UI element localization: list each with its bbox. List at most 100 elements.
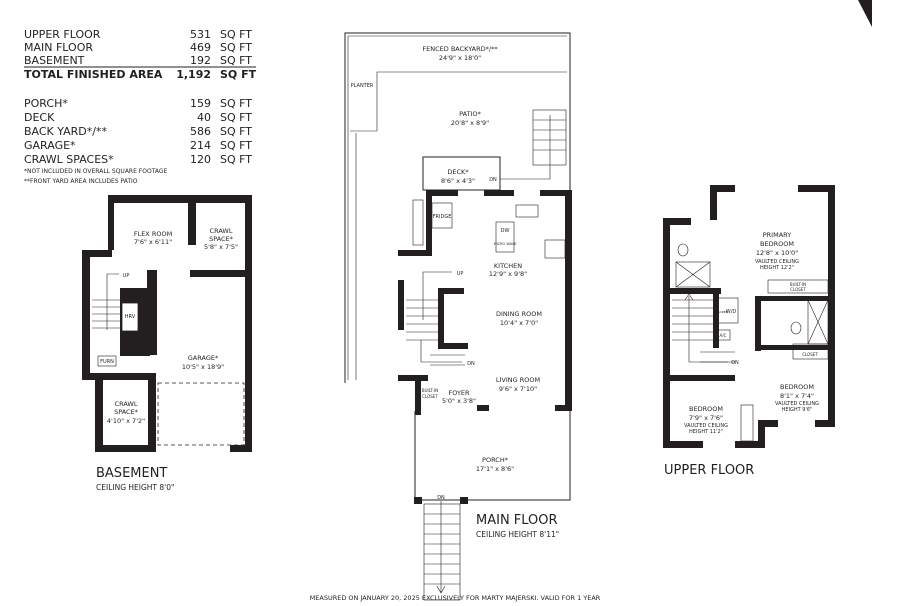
ceiling-note: HEIGHT 12'2" xyxy=(760,265,794,271)
room-dimensions: 9'6" x 7'10" xyxy=(499,385,537,393)
floor-title: UPPER FLOOR xyxy=(664,463,754,478)
room-dimensions: 20'8" x 8'9" xyxy=(451,119,489,127)
area-note: **FRONT YARD AREA INCLUDES PATIO xyxy=(24,178,138,185)
kitchen-island xyxy=(495,221,515,253)
north-arrow-icon xyxy=(858,0,872,27)
dn-label: DN xyxy=(489,177,497,183)
stacked-label: STACKED xyxy=(714,310,728,314)
area-unit: SQ FT xyxy=(220,54,252,67)
room-name: DECK* xyxy=(447,168,469,176)
area-label: DECK xyxy=(24,111,55,124)
ceiling-note: HEIGHT 11'2" xyxy=(689,429,723,435)
dn-label: DN xyxy=(467,361,475,367)
area-value: 586 xyxy=(190,125,211,138)
washer-dryer xyxy=(715,297,739,324)
room-dimensions: 7'6" x 6'11" xyxy=(134,238,172,246)
closet-label: BUILT-IN xyxy=(422,388,438,393)
wall xyxy=(230,445,252,452)
area-unit: SQ FT xyxy=(220,139,252,152)
room-name: SPACE* xyxy=(209,235,234,243)
closet-label: BUILT-IN xyxy=(790,282,806,287)
furnace-label: FURN xyxy=(100,359,114,365)
area-unit: SQ FT xyxy=(220,97,252,110)
closet-label: BUILT-IN xyxy=(802,346,818,351)
wd-label: W/D xyxy=(726,309,737,315)
furnace xyxy=(97,355,117,367)
planter-edge xyxy=(350,71,567,132)
area-label: UPPER FLOOR xyxy=(24,28,101,41)
wall xyxy=(147,270,157,355)
area-unit: SQ FT xyxy=(220,41,252,54)
room-dimensions: 24'9" x 18'0" xyxy=(439,54,481,62)
ceiling-note: VAULTED CEILING xyxy=(775,401,819,407)
area-note: *NOT INCLUDED IN OVERALL SQUARE FOOTAGE xyxy=(24,168,168,175)
up-label: UP xyxy=(123,273,130,279)
area-unit: SQ FT xyxy=(220,125,252,138)
shower xyxy=(675,261,711,288)
sink xyxy=(515,204,539,218)
basement-plan: HRV FURN UP FLEX ROOM 7'6" x 6'11" CRAWL… xyxy=(82,195,252,492)
total-unit: SQ FT xyxy=(220,68,257,81)
fridge-label: FRIDGE xyxy=(433,214,452,220)
area-label: PORCH* xyxy=(24,97,68,110)
upper-stairs xyxy=(672,293,735,363)
room-name: GARAGE* xyxy=(188,354,219,362)
room-dimensions: 4'10" x 7'2" xyxy=(107,417,145,425)
up-label: UP xyxy=(457,271,464,277)
closet-label: CLOSET xyxy=(802,352,818,357)
dishwasher-label: DW xyxy=(501,228,510,234)
room-name: FENCED BACKYARD*/** xyxy=(422,45,498,53)
closet xyxy=(792,343,829,360)
ac-unit xyxy=(715,329,731,341)
toilet xyxy=(790,321,802,335)
area-label: MAIN FLOOR xyxy=(24,41,93,54)
room-name: DINING ROOM xyxy=(496,310,542,318)
room-name: PORCH* xyxy=(482,456,509,464)
wall xyxy=(95,373,103,452)
room-dimensions: 7'9" x 7'6" xyxy=(689,414,723,422)
area-value: 214 xyxy=(190,139,211,152)
area-value: 120 xyxy=(190,153,211,166)
room-name: FLEX ROOM xyxy=(134,230,172,238)
room-dimensions: 5'0" x 3'8" xyxy=(442,397,476,405)
room-name: CRAWL xyxy=(210,227,233,235)
ceiling-note: VAULTED CEILING xyxy=(755,259,799,265)
wall xyxy=(82,250,112,257)
floor-title: MAIN FLOOR xyxy=(476,513,558,528)
room-name: BEDROOM xyxy=(780,383,814,391)
deck xyxy=(422,156,501,191)
area-value: 469 xyxy=(190,41,211,54)
room-dimensions: 10'5" x 18'9" xyxy=(182,363,224,371)
room-name: CRAWL xyxy=(115,400,138,408)
planter-label: PLANTER xyxy=(351,83,374,89)
wall xyxy=(245,195,252,452)
area-label: GARAGE* xyxy=(24,139,76,152)
area-value: 159 xyxy=(190,97,211,110)
area-label: BASEMENT xyxy=(24,54,85,67)
wall xyxy=(82,373,155,380)
room-name: SPACE* xyxy=(114,408,139,416)
dn-label: DN xyxy=(437,495,445,501)
wall xyxy=(108,195,252,203)
porch-stairs xyxy=(423,501,461,601)
room-name: PRIMARY xyxy=(763,231,792,239)
ceiling-height: CEILING HEIGHT 8'0" xyxy=(96,483,174,492)
hrv-label: HRV xyxy=(125,314,136,320)
wall xyxy=(190,270,252,277)
room-name: BEDROOM xyxy=(760,240,794,248)
stove xyxy=(544,239,566,259)
room-dimensions: 12'8" x 10'0" xyxy=(756,249,798,257)
planter-box xyxy=(412,199,424,246)
microwave-label: MICRO WAVE xyxy=(494,242,517,246)
ceiling-note: HEIGHT 9'6" xyxy=(782,407,813,413)
dn-label: DN xyxy=(731,360,739,366)
toilet xyxy=(677,243,689,257)
hrv-unit xyxy=(121,302,139,332)
wall xyxy=(82,250,90,380)
area-unit: SQ FT xyxy=(220,111,252,124)
room-dimensions: 12'9" x 9'8" xyxy=(489,270,527,278)
closet xyxy=(767,279,829,294)
room-name: KITCHEN xyxy=(494,262,522,270)
room-dimensions: 5'8" x 7'5" xyxy=(204,243,238,251)
wall xyxy=(188,203,196,245)
